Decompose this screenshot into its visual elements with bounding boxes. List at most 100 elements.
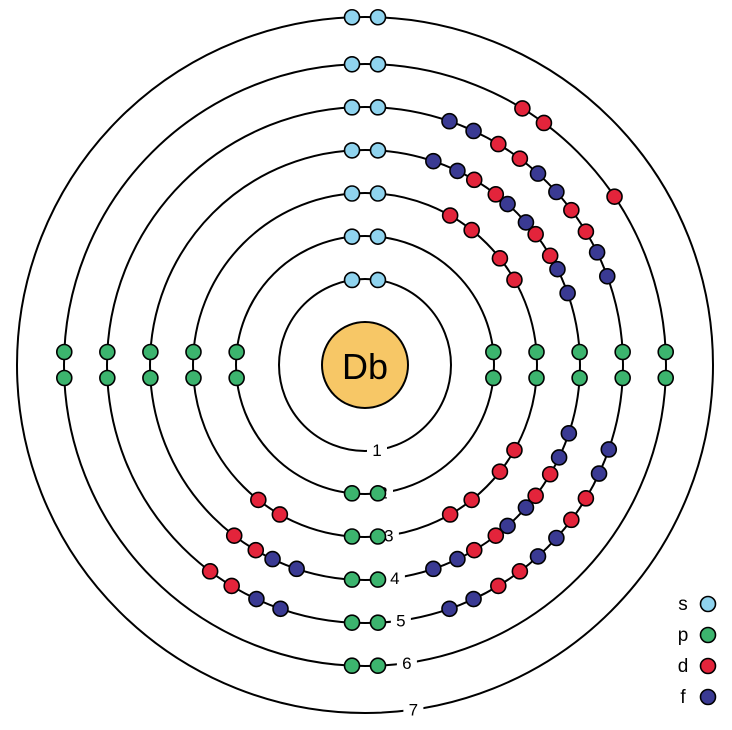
electron-d-shell-6: [606, 188, 623, 205]
shell-label-gap: [396, 652, 417, 673]
electron-p-shell-5: [99, 369, 116, 387]
electron-d-shell-3: [271, 506, 289, 523]
electron-f-shell-5: [441, 600, 458, 618]
electron-d-shell-5: [223, 577, 240, 595]
electron-p-shell-3: [528, 369, 545, 387]
electron-d-shell-6: [514, 100, 531, 117]
shell-2-orbit: [235, 235, 495, 495]
electron-d-shell-3: [463, 221, 480, 239]
shell-1-orbit: [278, 278, 452, 452]
electron-s-shell-4: [343, 142, 361, 159]
electron-p-shell-4: [369, 571, 387, 588]
electron-s-shell-7: [343, 8, 361, 26]
electron-d-shell-5: [577, 490, 595, 507]
electron-p-shell-2: [228, 369, 245, 387]
electron-p-shell-4: [571, 343, 588, 361]
electron-f-shell-5: [590, 465, 608, 482]
electron-p-shell-5: [343, 614, 361, 631]
electron-s-shell-4: [369, 142, 387, 159]
electron-f-shell-4: [549, 260, 566, 278]
electron-d-shell-3: [441, 506, 459, 523]
electron-p-shell-3: [185, 343, 202, 361]
electron-f-shell-4: [425, 560, 442, 578]
electron-p-shell-5: [99, 343, 116, 361]
shell-label-gap: [390, 609, 411, 630]
electron-s-shell-3: [343, 185, 361, 202]
electron-d-shell-5: [563, 201, 580, 219]
electron-f-shell-4: [550, 449, 568, 466]
shell-1-label: 1: [372, 441, 381, 460]
electron-s-shell-2: [343, 228, 361, 245]
nucleus-symbol: Db: [342, 346, 388, 387]
shell-label-gap: [403, 698, 424, 719]
electron-p-shell-2: [369, 485, 387, 502]
nucleus: [321, 321, 409, 409]
electron-d-shell-4: [527, 487, 544, 505]
electron-f-shell-4: [517, 214, 535, 231]
electron-d-shell-4: [541, 465, 559, 483]
electron-d-shell-4: [527, 225, 544, 243]
shell-4-orbit: [149, 149, 581, 581]
electron-s-shell-2: [369, 228, 387, 245]
electron-d-shell-3: [441, 207, 459, 224]
legend-label-f: f: [680, 687, 686, 708]
electron-f-shell-4: [559, 284, 576, 302]
electron-p-shell-2: [228, 343, 245, 361]
shell-6-label: 6: [402, 654, 411, 673]
electron-d-shell-4: [247, 541, 265, 559]
electron-f-shell-4: [425, 152, 442, 170]
electron-p-shell-6: [657, 343, 675, 361]
electron-f-shell-5: [529, 548, 547, 565]
electron-f-shell-4: [517, 499, 535, 516]
electron-f-shell-4: [449, 162, 466, 180]
electron-p-shell-4: [571, 369, 588, 387]
electron-f-shell-5: [529, 165, 547, 182]
electron-d-shell-5: [490, 135, 507, 153]
shell-3-label: 3: [384, 526, 393, 545]
legend-label-d: d: [678, 656, 689, 677]
shell-7-label: 7: [409, 701, 418, 720]
electron-p-shell-2: [485, 343, 502, 361]
electron-d-shell-5: [577, 223, 595, 240]
electron-d-shell-5: [490, 577, 507, 595]
electron-d-shell-4: [465, 541, 483, 559]
electron-d-shell-6: [535, 114, 553, 132]
electron-d-shell-5: [563, 511, 580, 529]
legend-swatch-d: [699, 657, 717, 675]
electron-f-shell-5: [600, 441, 618, 458]
electron-d-shell-3: [506, 271, 523, 289]
electron-p-shell-3: [343, 528, 361, 545]
legend-swatch-p: [699, 626, 717, 644]
electron-p-shell-6: [55, 369, 73, 387]
electron-p-shell-6: [369, 657, 387, 675]
electron-p-shell-4: [142, 343, 159, 361]
electron-d-shell-4: [225, 527, 243, 544]
electron-d-shell-4: [541, 247, 559, 265]
electron-p-shell-6: [343, 657, 361, 675]
electron-f-shell-5: [465, 122, 482, 140]
electron-s-shell-3: [369, 185, 387, 202]
shell-7-orbit: [16, 16, 714, 714]
shell-label-gap: [384, 566, 405, 587]
electron-d-shell-3: [491, 463, 509, 480]
electron-p-shell-3: [185, 369, 202, 387]
shell-6-orbit: [63, 63, 667, 667]
electron-d-shell-3: [463, 491, 480, 509]
electron-d-shell-4: [465, 171, 483, 189]
electron-f-shell-5: [465, 590, 482, 608]
shell-4-label: 4: [390, 569, 399, 588]
electron-p-shell-5: [369, 614, 387, 631]
electron-f-shell-5: [588, 244, 606, 261]
shell-label-gap: [367, 439, 387, 460]
shell-5-label: 5: [396, 612, 405, 631]
electron-d-shell-3: [250, 491, 267, 509]
electron-s-shell-5: [343, 99, 361, 116]
electron-d-shell-3: [506, 441, 523, 459]
electron-p-shell-2: [485, 369, 502, 387]
electron-p-shell-5: [614, 343, 631, 361]
electron-s-shell-6: [343, 55, 361, 73]
electron-s-shell-1: [343, 271, 361, 289]
